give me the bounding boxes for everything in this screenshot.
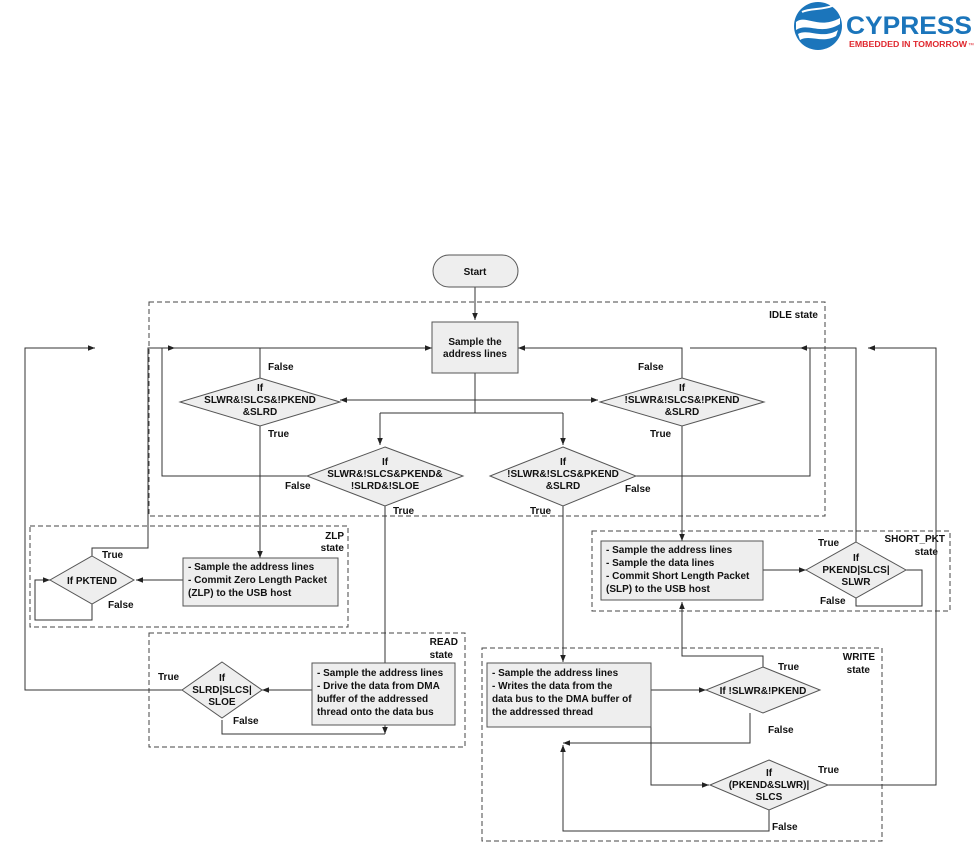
- zlp-state-frame: [29, 525, 349, 628]
- decision-read-line1: If: [219, 673, 226, 684]
- decision-d3-line1: If: [382, 457, 389, 468]
- start-label: Start: [464, 267, 487, 278]
- decision-read-exit: [181, 661, 263, 719]
- decision-d1-line1: If: [257, 383, 264, 394]
- short-packet-action-box: [600, 540, 764, 601]
- cypress-logo-emblem: [794, 2, 842, 50]
- read-box-line2: - Drive the data from DMA: [317, 681, 440, 692]
- decision-notslwr-slrd: [598, 377, 766, 427]
- decision-d2-line1: If: [679, 383, 686, 394]
- short-pkt-state-frame: [591, 530, 951, 612]
- decision-write2-line1: If: [766, 768, 773, 779]
- zlp-box-line2: - Commit Zero Length Packet: [188, 575, 328, 586]
- decision-write-exit-1: [704, 666, 822, 714]
- read-false-label: False: [233, 716, 259, 727]
- read-box-line1: - Sample the address lines: [317, 668, 444, 679]
- d4-false-label: False: [625, 484, 651, 495]
- decision-d3-line3: !SLRD&!SLOE: [351, 481, 420, 492]
- decision-d1-line3: &SLRD: [243, 407, 277, 418]
- write2-false-label: False: [772, 822, 798, 833]
- write-box-line2: - Writes the data from the: [492, 681, 613, 692]
- decision-short-line1: If: [853, 553, 860, 564]
- d3-false-label: False: [285, 481, 311, 492]
- decision-short-pkt: [804, 541, 908, 599]
- cypress-logo-trademark: ™: [968, 42, 974, 49]
- cypress-logo-wordmark: CYPRESS: [846, 12, 972, 40]
- short-box-line4: (SLP) to the USB host: [606, 584, 711, 595]
- write-state-label-line2: state: [847, 665, 871, 676]
- decision-write2-line3: SLCS: [756, 792, 783, 803]
- write-box-line3: data bus to the DMA buffer of: [492, 694, 632, 705]
- pktend-false-label: False: [108, 600, 134, 611]
- write-state-label: WRITE: [843, 652, 876, 663]
- read-state-label: READ: [430, 637, 458, 648]
- decision-d4-line3: &SLRD: [546, 481, 580, 492]
- zlp-action-box: [182, 557, 339, 607]
- short-pkt-state-label: SHORT_PKT: [884, 534, 945, 545]
- sample-address-line1: Sample the: [448, 337, 502, 348]
- short-box-line2: - Sample the data lines: [606, 558, 715, 569]
- sample-address-line2: address lines: [443, 349, 507, 360]
- d1-false-label: False: [268, 362, 294, 373]
- zlp-state-label: ZLP: [325, 531, 344, 542]
- read-true-label: True: [158, 672, 180, 683]
- decision-write-entry: [488, 446, 638, 507]
- flow-connectors: [24, 287, 937, 832]
- read-action-box: [311, 662, 456, 726]
- decision-d3-line2: SLWR&!SLCS&PKEND&: [327, 469, 443, 480]
- write-box-line4: the addressed thread: [492, 707, 593, 718]
- d3-true-label: True: [393, 506, 415, 517]
- read-box-line4: thread onto the data bus: [317, 707, 434, 718]
- zlp-state-label-line2: state: [321, 543, 345, 554]
- pktend-true-label: True: [102, 550, 124, 561]
- cypress-logo-tagline: EMBEDDED IN TOMORROW: [849, 40, 967, 49]
- short-box-line1: - Sample the address lines: [606, 545, 733, 556]
- decision-d4-line1: If: [560, 457, 567, 468]
- short-true-label: True: [818, 538, 840, 549]
- write2-true-label: True: [818, 765, 840, 776]
- decision-write-exit-2: [708, 759, 830, 811]
- d4-true-label: True: [530, 506, 552, 517]
- decision-short-line2: PKEND|SLCS|: [822, 565, 889, 576]
- decision-short-line3: SLWR: [842, 577, 872, 588]
- idle-state-label: IDLE state: [769, 310, 818, 321]
- decision-write1-label: If !SLWR&!PKEND: [720, 686, 807, 697]
- d2-false-label: False: [638, 362, 664, 373]
- decision-d2-line2: !SLWR&!SLCS&!PKEND: [625, 395, 740, 406]
- decision-read-line3: SLOE: [208, 697, 236, 708]
- short-box-line3: - Commit Short Length Packet: [606, 571, 750, 582]
- decision-write2-line2: (PKEND&SLWR)|: [729, 780, 810, 791]
- decision-pktend: [48, 555, 136, 605]
- start-terminal: [432, 254, 519, 288]
- decision-read-line2: SLRD|SLCS|: [192, 685, 252, 696]
- cypress-logo: CYPRESS EMBEDDED IN TOMORROW ™: [794, 2, 974, 50]
- read-box-line3: buffer of the addressed: [317, 694, 428, 705]
- d1-true-label: True: [268, 429, 290, 440]
- decision-d1-line2: SLWR&!SLCS&!PKEND: [204, 395, 316, 406]
- decision-pktend-label: If PKTEND: [67, 576, 117, 587]
- decision-d4-line2: !SLWR&!SLCS&PKEND: [507, 469, 619, 480]
- idle-state-frame: [148, 301, 826, 517]
- read-state-label-line2: state: [430, 650, 454, 661]
- decision-slwr-slrd: [178, 377, 342, 427]
- sample-address-box: [431, 321, 519, 374]
- write-action-box: [486, 662, 652, 728]
- short-pkt-state-label-line2: state: [915, 547, 939, 558]
- zlp-box-line3: (ZLP) to the USB host: [188, 588, 292, 599]
- write1-true-label: True: [778, 662, 800, 673]
- short-false-label: False: [820, 596, 846, 607]
- d2-true-label: True: [650, 429, 672, 440]
- zlp-box-line1: - Sample the address lines: [188, 562, 315, 573]
- write-box-line1: - Sample the address lines: [492, 668, 619, 679]
- decision-d2-line3: &SLRD: [665, 407, 699, 418]
- write1-false-label: False: [768, 725, 794, 736]
- decision-read-entry: [305, 446, 465, 507]
